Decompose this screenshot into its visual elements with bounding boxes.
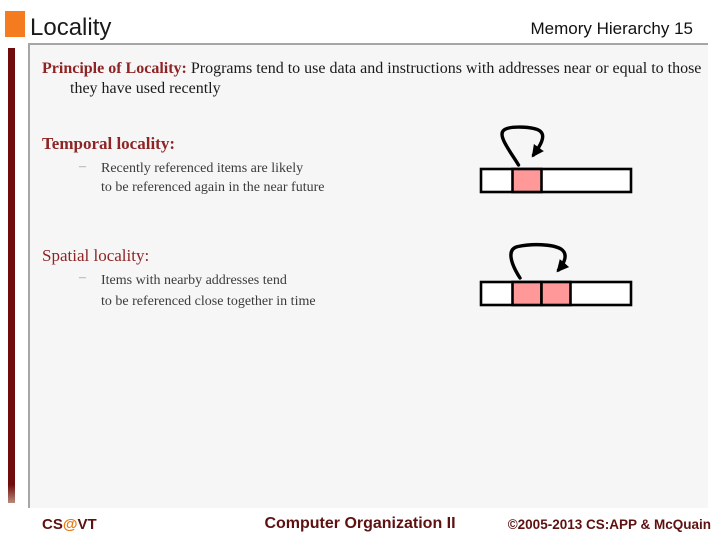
spatial-bullet-line1: Items with nearby addresses tend [101,273,287,288]
page-title: Locality [30,14,112,41]
referenced-block [511,167,543,194]
principle-text: Programs tend to use data and instructio… [70,60,702,97]
spatial-locality-heading: Spatial locality: [42,246,150,265]
content-panel [28,43,708,508]
temporal-locality-heading: Temporal locality: [42,134,175,153]
spatial-bullet-text: Items with nearby addresses tend to be r… [101,270,316,312]
neighbor-arc-arrow [509,242,570,280]
footer-at-symbol: @ [62,516,78,533]
bullet-dash: – [79,159,86,174]
spatial-locality-diagram [479,242,633,307]
spatial-bullet-line2: to be referenced close together in time [101,294,316,309]
slide-accent-square [5,11,25,37]
memory-array [479,167,633,194]
temporal-bullet-text: Recently referenced items are likely to … [101,159,325,197]
principle-paragraph: Principle of Locality: Programs tend to … [42,59,720,99]
nearby-block [540,280,572,307]
referenced-block [511,280,543,307]
footer-course-title: Computer Organization II [264,515,456,532]
footer-copyright: ©2005-2013 CS:APP & McQuain [507,517,711,532]
temporal-locality-diagram [479,125,633,194]
temporal-bullet-line1: Recently referenced items are likely [101,161,304,176]
self-loop-arrow [500,125,545,167]
footer-vt: VT [77,516,97,533]
header-course-and-page: Memory Hierarchy 15 [530,19,693,39]
temporal-bullet-line2: to be referenced again in the near futur… [101,180,325,195]
footer-logo-csvt: CS@VT [42,516,97,533]
principle-label: Principle of Locality: [42,60,187,77]
course-name: Memory Hierarchy [530,19,670,38]
page-number: 15 [674,19,693,38]
footer-cs: CS [42,516,63,533]
bullet-dash: – [79,270,86,285]
left-accent-bar [8,48,15,503]
